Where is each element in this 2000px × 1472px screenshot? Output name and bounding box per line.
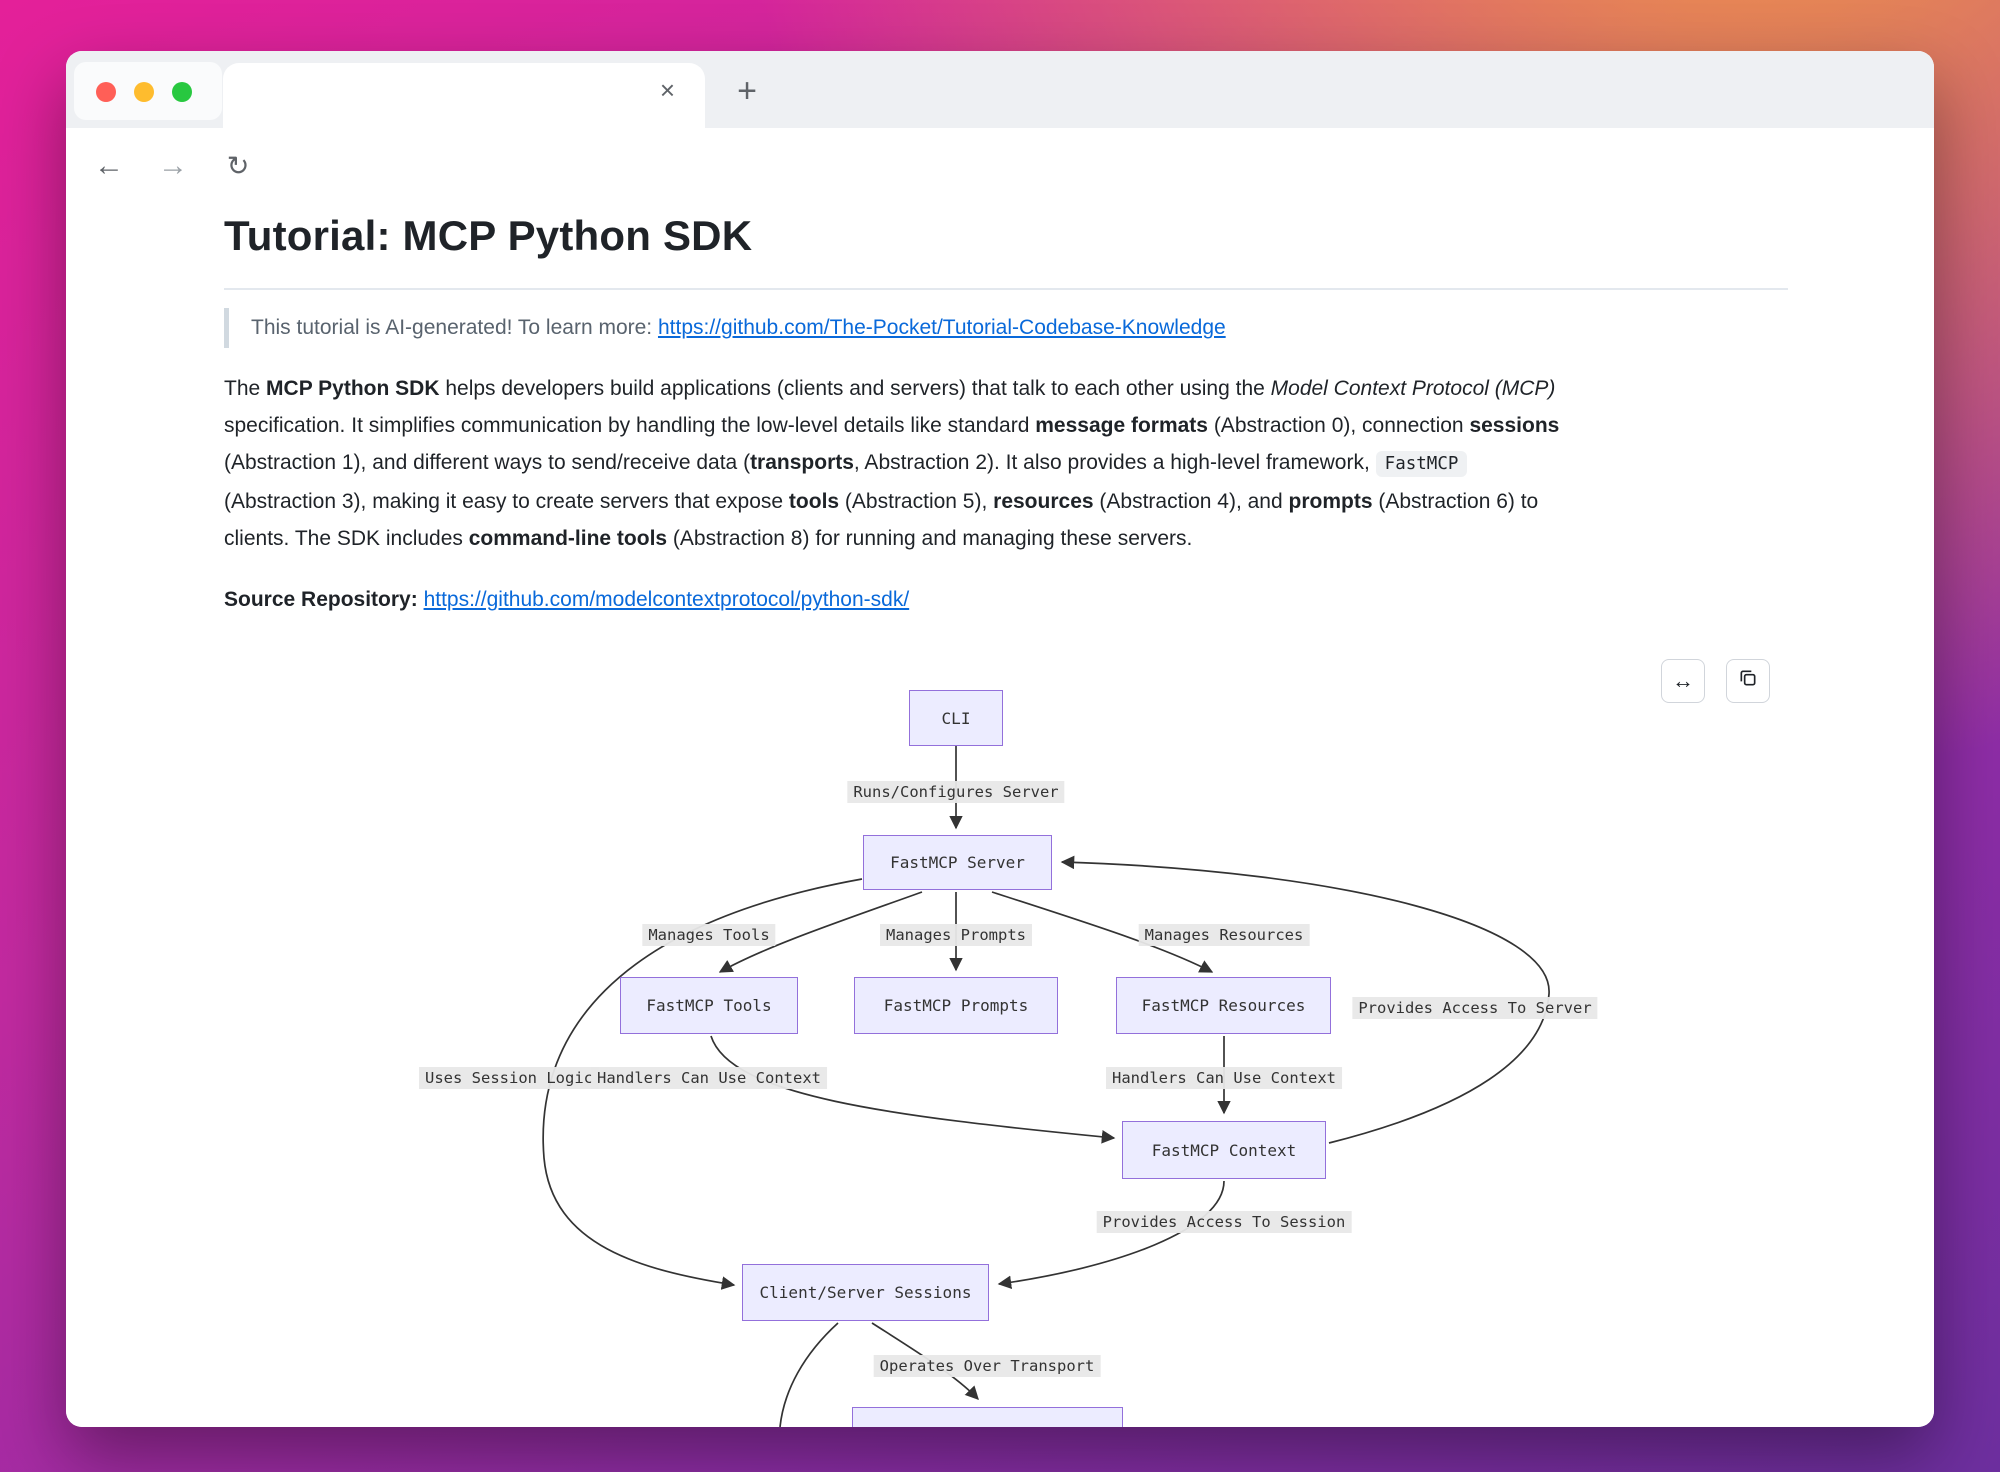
edge-label-handlers-can-use-context-right: Handlers Can Use Context — [1106, 1067, 1342, 1089]
edge-label-manages-tools: Manages Tools — [642, 924, 776, 946]
text-segment: specification. It simplifies communicati… — [224, 414, 1036, 437]
text-segment: This tutorial is AI-generated! To learn … — [251, 316, 658, 339]
forward-icon[interactable]: → — [158, 149, 188, 182]
diagram-node-context: FastMCP Context — [1122, 1121, 1326, 1179]
diagram-node-tools: FastMCP Tools — [620, 977, 798, 1034]
text-segment: helps developers build applications (cli… — [439, 377, 1271, 400]
source-repository-label: Source Repository: — [224, 588, 418, 611]
edge-label-handlers-can-use-context-left: Handlers Can Use Context — [591, 1067, 827, 1089]
navigation-bar: ← → ↻ — [66, 128, 1934, 270]
reload-icon[interactable]: ↻ — [226, 150, 250, 181]
text-segment: tools — [788, 490, 840, 513]
edge-label-uses-session-logic: Uses Session Logic — [419, 1067, 599, 1089]
tab-strip: × + — [66, 51, 1934, 128]
edge-label-manages-resources: Manages Resources — [1138, 924, 1310, 946]
close-window-button[interactable] — [96, 82, 116, 102]
maximize-window-button[interactable] — [172, 82, 192, 102]
divider — [224, 288, 1788, 290]
inline-link[interactable]: https://github.com/The-Pocket/Tutorial-C… — [657, 316, 1226, 339]
paragraph-line: (Abstraction 3), making it easy to creat… — [224, 483, 1559, 520]
page-content: Tutorial: MCP Python SDK This tutorial i… — [66, 204, 1934, 1427]
text-segment: , Abstraction 2). It also provides a hig… — [853, 451, 1376, 474]
copy-icon — [1738, 668, 1758, 694]
edge-label-provides-access-to-server: Provides Access To Server — [1352, 997, 1598, 1019]
text-segment: (Abstraction 4), and — [1093, 490, 1289, 513]
text-segment: message formats — [1035, 414, 1208, 437]
paragraph-line: specification. It simplifies communicati… — [224, 407, 1559, 444]
source-repository-link[interactable]: https://github.com/modelcontextprotocol/… — [423, 588, 910, 611]
text-segment: FastMCP — [1375, 451, 1468, 477]
page-title: Tutorial: MCP Python SDK — [224, 212, 753, 259]
diagram-edges — [542, 746, 1550, 1427]
paragraph-line: The MCP Python SDK helps developers buil… — [224, 370, 1559, 407]
text-segment: command-line tools — [468, 527, 668, 550]
close-tab-icon[interactable]: × — [659, 75, 675, 105]
edge-label-operates-over-transport: Operates Over Transport — [873, 1355, 1101, 1377]
back-icon[interactable]: ← — [94, 149, 124, 182]
text-segment: (Abstraction 1), and different ways to s… — [224, 451, 751, 474]
paragraph-line: clients. The SDK includes command-line t… — [224, 520, 1559, 557]
source-repository-line: Source Repository: https://github.com/mo… — [224, 588, 909, 612]
ai-generated-note: This tutorial is AI-generated! To learn … — [224, 308, 1226, 348]
diagram-node-resources: FastMCP Resources — [1116, 977, 1331, 1034]
paragraph-line: (Abstraction 1), and different ways to s… — [224, 444, 1559, 483]
expand-diagram-button[interactable]: ↔ — [1661, 659, 1705, 703]
minimize-window-button[interactable] — [134, 82, 154, 102]
text-segment: (Abstraction 3), making it easy to creat… — [224, 490, 789, 513]
text-segment: (Abstraction 0), connection — [1207, 414, 1470, 437]
browser-window: × + ← → ↻ Tutorial: MCP Python SDK This … — [66, 51, 1934, 1427]
text-segment: clients. The SDK includes — [224, 527, 469, 550]
text-segment: The — [224, 377, 267, 400]
diagram-node-server: FastMCP Server — [863, 835, 1052, 890]
new-tab-button[interactable]: + — [737, 72, 757, 110]
text-segment: Model Context Protocol (MCP) — [1270, 377, 1556, 400]
text-segment: (Abstraction 5), — [839, 490, 994, 513]
edge-label-runs-configures-server: Runs/Configures Server — [847, 781, 1065, 803]
text-segment: sessions — [1469, 414, 1560, 437]
diagram-node-prompts: FastMCP Prompts — [854, 977, 1058, 1034]
expand-icon: ↔ — [1672, 668, 1694, 693]
edge-label-manages-prompts: Manages Prompts — [880, 924, 1032, 946]
edge-label-provides-access-to-session: Provides Access To Session — [1096, 1211, 1352, 1233]
text-segment: prompts — [1288, 490, 1373, 513]
text-segment: MCP Python SDK — [266, 377, 440, 400]
text-segment: (Abstraction 8) for running and managing… — [667, 527, 1193, 550]
copy-diagram-button[interactable] — [1726, 659, 1770, 703]
text-segment: (Abstraction 6) to — [1372, 490, 1539, 513]
text-segment: transports — [750, 451, 854, 474]
diagram-node-cli: CLI — [909, 690, 1003, 746]
diagram-node-bottom-partial — [852, 1407, 1123, 1427]
browser-tab[interactable]: × — [223, 63, 705, 128]
intro-paragraph: The MCP Python SDK helps developers buil… — [224, 370, 1559, 557]
text-segment: resources — [993, 490, 1094, 513]
diagram-node-sessions: Client/Server Sessions — [742, 1264, 989, 1321]
